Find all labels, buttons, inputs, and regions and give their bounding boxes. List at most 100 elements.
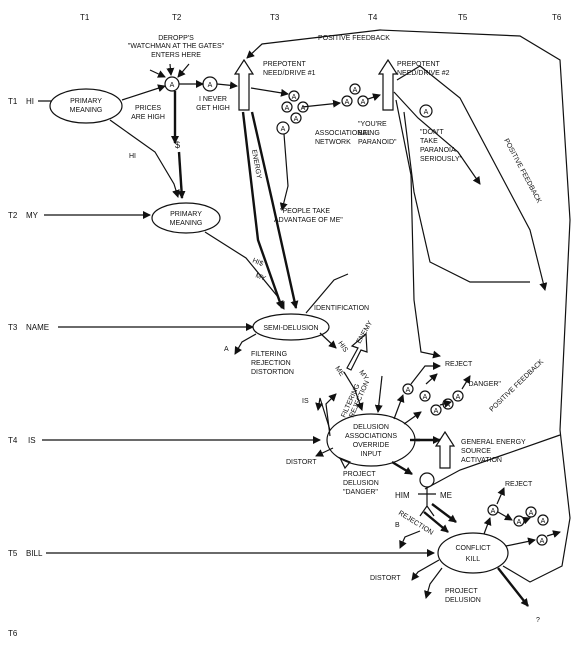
svg-text:PRIMARY: PRIMARY (170, 211, 202, 218)
filtering-rejection-distortion-label: DISTORTION (251, 369, 294, 376)
a-node: A (525, 506, 537, 518)
a-node: A (419, 104, 433, 118)
row-label-t1: T1 (8, 97, 18, 106)
svg-text:A: A (423, 394, 428, 401)
svg-text:A: A (491, 508, 496, 515)
svg-text:ASSOCIATIONS: ASSOCIATIONS (345, 433, 397, 440)
is-small-label: IS (302, 398, 309, 405)
a-node: A (513, 515, 525, 527)
row-label-t6: T6 (8, 629, 18, 638)
input-my: MY (26, 211, 39, 220)
svg-text:A: A (529, 510, 534, 517)
general-energy-label: ACTIVATION (461, 457, 502, 464)
dollar-label: $ (175, 140, 180, 150)
a-node: A (290, 112, 302, 124)
time-row-labels: T1 T2 T3 T4 T5 T6 (8, 97, 18, 638)
row-label-t5: T5 (8, 549, 18, 558)
people-take-advantage-label: "PEOPLE TAKE (280, 208, 330, 215)
input-is: IS (28, 436, 36, 445)
svg-text:A: A (345, 99, 350, 106)
a-node: A (202, 76, 218, 92)
svg-text:A: A (361, 99, 366, 106)
svg-text:PRIMARY: PRIMARY (70, 98, 102, 105)
a-node: A (487, 504, 499, 516)
my-arrow-label: MY (357, 369, 369, 382)
distort-2-label: DISTORT (370, 575, 401, 582)
deropp-label: ENTERS HERE (151, 52, 201, 59)
him-me-figure (418, 472, 436, 517)
prepotent-2-label: PREPOTENT (397, 61, 441, 68)
a-node: A (402, 383, 414, 395)
youre-being-paranoid-label: PARANOID" (358, 139, 397, 146)
flow-lines (109, 29, 571, 607)
a-node: A (349, 83, 361, 95)
primary-meaning-2-node: PRIMARY MEANING (151, 202, 221, 234)
a-node: A (164, 76, 180, 92)
svg-text:A: A (434, 408, 439, 415)
his-label: HIS (336, 340, 349, 354)
col-header-t3: T3 (270, 13, 280, 22)
col-header-t5: T5 (458, 13, 468, 22)
project-delusion-label: DELUSION (445, 597, 481, 604)
input-bill: BILL (26, 549, 43, 558)
col-header-t2: T2 (172, 13, 182, 22)
distort-1-label: DISTORT (286, 459, 317, 466)
a-node: A (452, 390, 464, 402)
danger-quote-label: "DANGER" (466, 381, 501, 388)
semi-delusion-node: SEMI-DELUSION (252, 313, 330, 341)
svg-text:KILL: KILL (466, 556, 481, 563)
a-node: A (419, 390, 431, 402)
a-node: A (341, 95, 353, 107)
positive-feedback-right-label: POSITIVE FEEDBACK (502, 138, 542, 205)
svg-text:A: A (301, 105, 306, 112)
i-never-get-high-label: GET HIGH (196, 105, 230, 112)
prepotent-1-label: PREPOTENT (263, 61, 307, 68)
svg-text:A: A (517, 519, 522, 526)
svg-text:A: A (406, 387, 411, 394)
me-arrow-label: ME (333, 365, 345, 378)
a-node: A (281, 101, 293, 113)
svg-text:A: A (541, 518, 546, 525)
col-header-t1: T1 (80, 13, 90, 22)
him-label: HIM (395, 491, 410, 500)
prepotent-1-label: NEED/DRIVE #1 (263, 70, 316, 77)
svg-text:A: A (292, 94, 297, 101)
a-node: A (276, 121, 290, 135)
a-node: A (536, 534, 548, 546)
general-energy-arrow (434, 430, 456, 469)
youre-being-paranoid-label: "YOU'RE (358, 121, 387, 128)
associational-network-label: ASSOCIATIONAL (315, 130, 371, 137)
svg-text:A: A (208, 82, 213, 89)
hi-dollar-label: HI$ (251, 257, 264, 268)
prices-are-high-label: PRICES (135, 105, 161, 112)
a-node: A (357, 95, 369, 107)
conflict-kill-node: CONFLICT KILL (437, 532, 509, 574)
a-node: A (537, 514, 549, 526)
enemy-hollow-arrow (346, 332, 368, 371)
general-energy-label: GENERAL ENERGY (461, 439, 526, 446)
project-delusion-danger-label: PROJECT (343, 471, 376, 478)
primary-meaning-1-node: PRIMARY MEANING (49, 88, 123, 124)
svg-text:SEMI-DELUSION: SEMI-DELUSION (263, 325, 318, 332)
row-label-t3: T3 (8, 323, 18, 332)
svg-text:DELUSION: DELUSION (353, 424, 389, 431)
deropp-label: "WATCHMAN AT THE GATES" (128, 43, 225, 50)
time-column-headers: T1 T2 T3 T4 T5 T6 (80, 13, 562, 22)
input-name: NAME (26, 323, 49, 332)
filtering-rejection-distortion-label: FILTERING (251, 351, 287, 358)
svg-text:MEANING: MEANING (70, 107, 103, 114)
project-delusion-label: PROJECT (445, 588, 478, 595)
svg-text:A: A (540, 538, 545, 545)
row-label-t4: T4 (8, 436, 18, 445)
project-delusion-danger-label: "DANGER" (343, 489, 378, 496)
positive-feedback-top-label: POSITIVE FEEDBACK (318, 35, 390, 42)
associational-network-label: NETWORK (315, 139, 351, 146)
project-delusion-danger-label: DELUSION (343, 480, 379, 487)
svg-text:A: A (456, 394, 461, 401)
svg-text:A: A (170, 82, 175, 89)
prepotent-2-arrow (377, 58, 399, 111)
filtering-rejection-distortion-label: REJECTION (251, 360, 291, 367)
question-label: ? (536, 617, 540, 624)
i-never-get-high-label: I NEVER (199, 96, 227, 103)
